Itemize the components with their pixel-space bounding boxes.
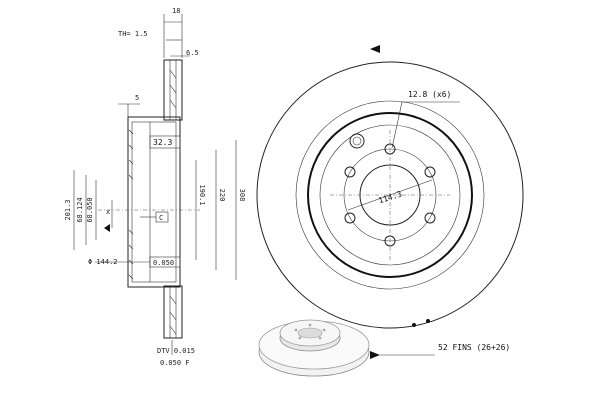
label-0-050: 0.050 — [153, 259, 174, 267]
label-6-5: 6.5 — [186, 49, 199, 57]
label-holes: 12.8 (x6) — [408, 90, 451, 99]
bolt-hole — [344, 212, 356, 224]
label-18: 18 — [172, 7, 180, 15]
bolt-hole — [344, 166, 356, 178]
locating-hole — [349, 133, 365, 149]
mark-dot — [412, 323, 416, 327]
hat-inner-circle — [319, 124, 461, 266]
hub-outline — [127, 116, 181, 288]
label-201-3: 201.3 — [64, 199, 72, 220]
disc-outer-circle — [256, 61, 524, 329]
hole-leader — [391, 101, 403, 149]
front-view — [256, 45, 524, 359]
friction-ring-top — [163, 59, 183, 121]
dim-32-3-frame — [149, 135, 181, 149]
disc-thumbnail-icon — [258, 319, 370, 377]
label-0-050-f: 0.050 F — [160, 359, 190, 367]
friction-inner-circle — [295, 100, 485, 290]
pcd-dimension-line — [347, 179, 433, 211]
label-dtv: DTV 0.015 — [157, 347, 195, 355]
label-5: 5 — [135, 94, 139, 102]
label-phi-144-2: Φ 144.2 — [88, 258, 118, 266]
label-68-124: 68.124 — [76, 197, 84, 222]
bolt-hole — [424, 166, 436, 178]
label-32-3: 32.3 — [153, 138, 172, 147]
arrow-right-icon — [370, 351, 380, 359]
datum-triangle-icon — [104, 224, 110, 232]
hub-hatch — [128, 129, 134, 280]
label-pcd: 114.3 — [377, 189, 403, 205]
hub-inner-outline — [131, 121, 177, 283]
label-308: 308 — [238, 189, 246, 202]
bolt-hole — [424, 212, 436, 224]
mark-dot — [426, 319, 430, 323]
label-fins: 52 FINS (26+26) — [438, 343, 510, 352]
hat-outer-circle — [307, 112, 473, 278]
label-190-1: 190.1 — [198, 184, 206, 205]
arrow-left-icon — [370, 45, 380, 53]
friction-ring-bottom — [163, 285, 183, 339]
label-c: C — [159, 214, 163, 222]
section-view — [73, 14, 237, 355]
label-x: x — [106, 208, 110, 216]
label-th: TH= 1.5 — [118, 30, 148, 38]
label-68-050: 68.050 — [86, 197, 94, 222]
label-220: 220 — [218, 189, 226, 202]
